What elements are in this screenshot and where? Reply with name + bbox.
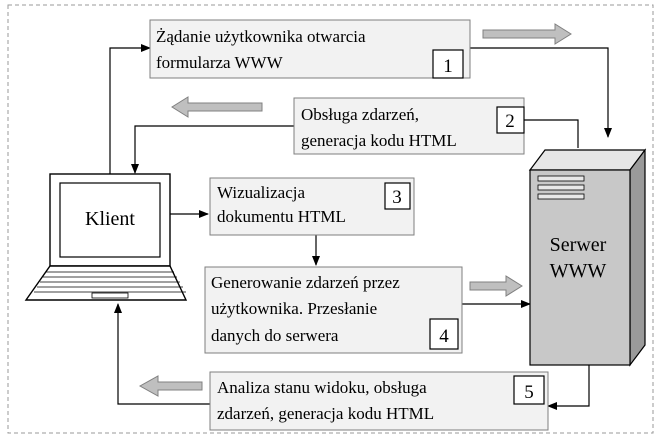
- laptop-icon: Klient: [24, 173, 188, 301]
- arrow-box5-to-client: [114, 303, 212, 405]
- box-5-line-1: Analiza stanu widoku, obsługa: [217, 378, 427, 397]
- box-2-line-2: generacja kodu HTML: [301, 131, 457, 150]
- box-4: Generowanie zdarzeń przez użytkownika. P…: [204, 266, 463, 354]
- box-4-line-1: Generowanie zdarzeń przez: [211, 273, 400, 292]
- fat-arrow-left-bottom: [138, 375, 203, 397]
- box-1-line-2: formularza WWW: [156, 53, 284, 72]
- box-2: Obsługa zdarzeń, generacja kodu HTML 2: [293, 97, 525, 155]
- box-3: Wizualizacja dokumentu HTML 3: [209, 177, 415, 236]
- box-4-line-2: użytkownika. Przesłanie: [211, 299, 377, 318]
- line-server-to-box2: [524, 119, 579, 148]
- box-1-line-1: Żądanie użytkownika otwarcia: [156, 27, 366, 46]
- box-3-line-1: Wizualizacja: [217, 183, 305, 202]
- fat-arrow-left-top: [171, 96, 263, 118]
- box-5-line-2: zdarzeń, generacja kodu HTML: [217, 404, 434, 423]
- box-2-number: 2: [505, 111, 515, 132]
- arrow-client-to-box1: [109, 44, 151, 180]
- box-4-number: 4: [439, 326, 449, 347]
- box-3-number: 3: [392, 187, 402, 208]
- fat-arrow-right-mid: [469, 275, 523, 297]
- arrow-server-to-box5: [547, 364, 590, 410]
- fat-arrow-right-top: [482, 23, 572, 45]
- box-2-line-1: Obsługa zdarzeń,: [301, 105, 419, 124]
- box-4-line-3: danych do serwera: [211, 326, 339, 345]
- box-1-number: 1: [443, 56, 453, 77]
- client-label: Klient: [85, 208, 135, 230]
- server-label-1: Serwer: [550, 234, 607, 256]
- box-5: Analiza stanu widoku, obsługa zdarzeń, g…: [209, 371, 549, 431]
- box-3-line-2: dokumentu HTML: [217, 207, 346, 226]
- box-5-number: 5: [524, 382, 534, 403]
- server-label-2: WWW: [550, 260, 607, 282]
- arrow-box2-to-client: [131, 125, 297, 174]
- arrow-box1-to-server: [470, 47, 612, 138]
- server-icon: Serwer WWW: [528, 148, 647, 367]
- box-1: Żądanie użytkownika otwarcia formularza …: [149, 19, 471, 79]
- outer-frame: [7, 4, 654, 434]
